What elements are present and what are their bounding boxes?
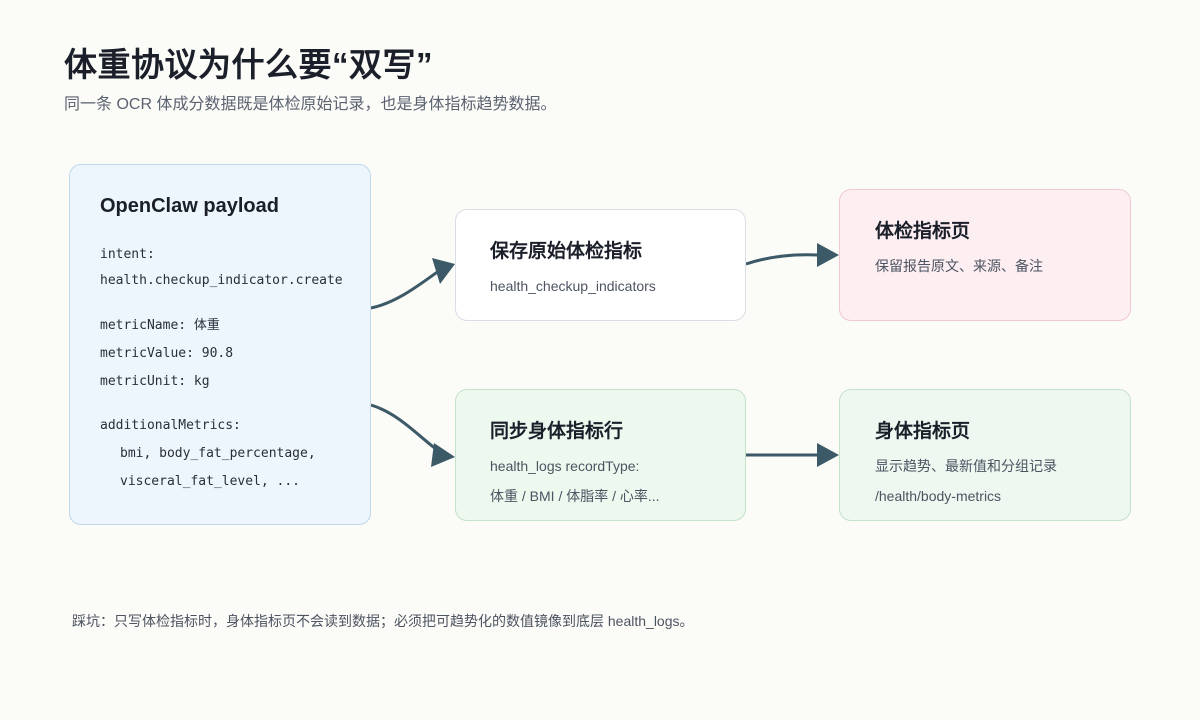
payload-line: metricValue: 90.8: [100, 346, 234, 361]
arrow-payload-to-sync: [370, 403, 441, 454]
arrowhead-raw-to-checkup: [817, 243, 839, 267]
arrowhead-sync-to-metrics: [817, 443, 839, 467]
arrow-payload-to-raw: [370, 264, 447, 310]
raw-indicator-table: health_checkup_indicators: [490, 278, 656, 294]
payload-line: visceral_fat_level, ...: [120, 474, 301, 489]
payload-line: bmi, body_fat_percentage,: [120, 446, 316, 461]
payload-line: health.checkup_indicator.create: [100, 273, 343, 288]
checkup-page-box: 体检指标页 保留报告原文、来源、备注: [839, 189, 1131, 321]
page-subtitle: 同一条 OCR 体成分数据既是体检原始记录，也是身体指标趋势数据。: [64, 96, 557, 113]
sync-metrics-list: 体重 / BMI / 体脂率 / 心率...: [490, 488, 660, 504]
checkup-page-desc: 保留报告原文、来源、备注: [875, 258, 1043, 274]
payload-line: metricName: 体重: [100, 318, 220, 333]
body-metrics-route: /health/body-metrics: [875, 488, 1002, 504]
body-metrics-box: 身体指标页 显示趋势、最新值和分组记录 /health/body-metrics: [839, 389, 1131, 521]
raw-indicator-box: 保存原始体检指标 health_checkup_indicators: [455, 209, 746, 321]
body-metrics-desc: 显示趋势、最新值和分组记录: [875, 458, 1057, 474]
arrowhead-payload-to-raw: [432, 258, 455, 284]
payload-line: additionalMetrics:: [100, 418, 241, 433]
raw-indicator-title: 保存原始体检指标: [490, 241, 643, 262]
checkup-page-title: 体检指标页: [875, 221, 971, 242]
payload-box: OpenClaw payload intent: health.checkup_…: [69, 164, 371, 525]
sync-metrics-record-type: health_logs recordType:: [490, 458, 640, 474]
payload-line: intent:: [100, 247, 155, 262]
footnote: 踩坑：只写体检指标时，身体指标页不会读到数据；必须把可趋势化的数值镜像到底层 h…: [72, 613, 694, 629]
sync-metrics-box: 同步身体指标行 health_logs recordType: 体重 / BMI…: [455, 389, 746, 521]
payload-title: OpenClaw payload: [100, 195, 279, 217]
sync-metrics-title: 同步身体指标行: [490, 421, 624, 442]
page-title: 体重协议为什么要“双写”: [64, 46, 433, 83]
payload-line: metricUnit: kg: [100, 374, 210, 389]
body-metrics-title: 身体指标页: [875, 421, 971, 442]
arrow-raw-to-checkup: [745, 253, 819, 266]
arrowhead-payload-to-sync: [431, 443, 455, 467]
